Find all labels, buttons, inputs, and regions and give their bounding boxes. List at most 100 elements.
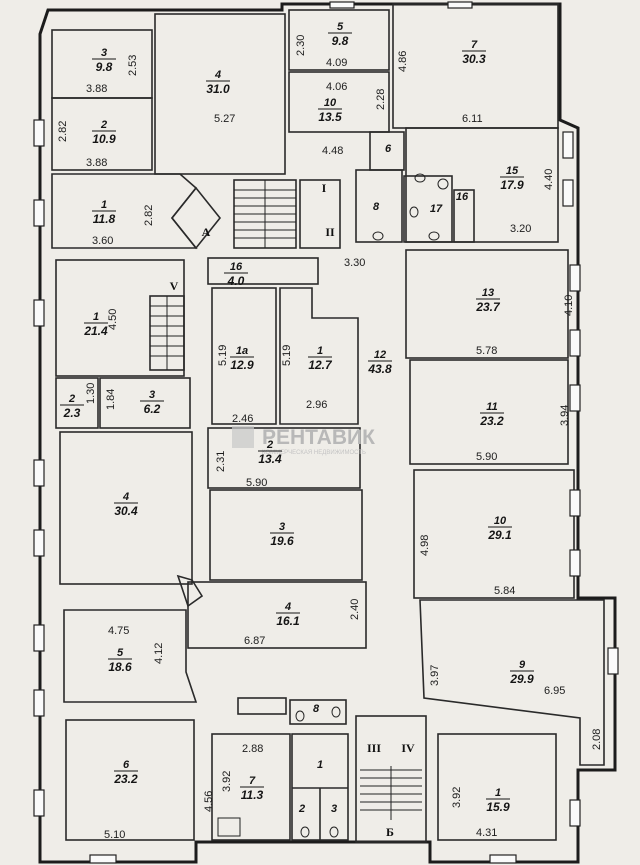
room-label: 711.3 xyxy=(240,775,264,802)
room-label: 929.9 xyxy=(509,659,534,686)
dimension-label: 3.30 xyxy=(344,257,365,269)
dimension-label: 4.48 xyxy=(322,145,343,157)
room-number: 6 xyxy=(385,143,392,155)
room-label: 8 xyxy=(373,201,380,213)
room-number: 2 xyxy=(266,439,273,451)
dimension-label: 6.87 xyxy=(244,635,265,647)
room-area: 43.8 xyxy=(367,362,392,376)
room-number: 8 xyxy=(313,703,320,715)
dimension-label: 2.40 xyxy=(349,599,361,620)
room-label: 430.4 xyxy=(114,491,138,518)
room-label: 210.9 xyxy=(92,119,116,146)
room-number: 1 xyxy=(317,345,323,357)
room-label: 36.2 xyxy=(140,389,164,416)
room-area: 12.9 xyxy=(230,358,254,372)
room-number: 2 xyxy=(100,119,107,131)
room-area: 29.9 xyxy=(509,672,534,686)
room-number: 1 xyxy=(101,199,107,211)
dimension-label: 3.97 xyxy=(429,665,441,686)
room-number: 3 xyxy=(331,803,337,815)
room-number: 1 xyxy=(93,311,99,323)
dimension-label: 5.84 xyxy=(494,585,515,597)
dimension-label: 2.53 xyxy=(127,55,139,76)
dimension-label: 4.12 xyxy=(153,643,165,664)
dimension-label: 6.95 xyxy=(544,685,565,697)
room-number: 16 xyxy=(456,191,469,203)
dimension-label: 2.30 xyxy=(295,35,307,56)
room-number: 11 xyxy=(486,401,497,413)
room-number: 4 xyxy=(122,491,129,503)
room-label: 112.7 xyxy=(308,345,333,372)
room-number: 16 xyxy=(230,261,243,273)
windows xyxy=(33,1,619,864)
room-number: 13 xyxy=(482,287,494,299)
room-label: 111.8 xyxy=(92,199,116,226)
room-label: 6 xyxy=(385,143,392,155)
fixtures xyxy=(217,173,449,838)
room-area: 9.8 xyxy=(332,34,349,48)
dimension-label: 5.19 xyxy=(217,345,229,366)
room-label: 518.6 xyxy=(108,647,132,674)
room-label: 8 xyxy=(313,703,320,715)
room-number: 10 xyxy=(324,97,337,109)
dimension-label: 2.96 xyxy=(306,399,327,411)
room-area: 30.3 xyxy=(462,52,486,66)
section-marker: III xyxy=(367,741,381,755)
dimension-label: 2.82 xyxy=(143,205,155,226)
dimension-label: 4.56 xyxy=(203,791,215,812)
dimension-label: 4.50 xyxy=(107,309,119,330)
room-number: 4 xyxy=(214,69,221,81)
watermark-brand: РЕНТАВИК xyxy=(262,426,375,449)
room-area: 29.1 xyxy=(487,528,512,542)
room-area: 9.8 xyxy=(96,60,113,74)
room-label: 164.0 xyxy=(224,261,248,288)
room-label: 17 xyxy=(430,203,443,215)
room-number: 3 xyxy=(279,521,285,533)
room-label: 730.3 xyxy=(462,39,486,66)
dimension-label: 4.09 xyxy=(326,57,347,69)
room-label: 1 xyxy=(317,759,323,771)
room-area: 4.0 xyxy=(227,274,245,288)
room-number: 1 xyxy=(317,759,323,771)
room-area: 31.0 xyxy=(206,82,230,96)
room-area: 12.7 xyxy=(308,358,333,372)
room-label: 2 xyxy=(298,803,305,815)
room-label: 213.4 xyxy=(258,439,282,466)
dimension-label: 1.30 xyxy=(85,383,97,404)
dimension-label: 4.10 xyxy=(563,295,575,316)
room-number: 6 xyxy=(123,759,130,771)
room-area: 13.5 xyxy=(318,110,342,124)
room-number: 9 xyxy=(519,659,526,671)
room-area: 11.8 xyxy=(93,212,116,226)
section-marker: II xyxy=(325,225,335,239)
dimension-label: 6.11 xyxy=(462,113,483,125)
walls-bottom xyxy=(65,697,557,843)
dimension-label: 3.20 xyxy=(510,223,531,235)
section-marker: V xyxy=(170,279,179,293)
dimension-label: 3.88 xyxy=(86,157,107,169)
room-area: 16.1 xyxy=(276,614,300,628)
dimension-label: 2.08 xyxy=(591,729,603,750)
dimension-label: 4.75 xyxy=(108,625,129,637)
room-area: 18.6 xyxy=(108,660,132,674)
room-number: 3 xyxy=(149,389,155,401)
dimension-label: 5.90 xyxy=(476,451,497,463)
room-label: 431.0 xyxy=(206,69,230,96)
dimension-label: 5.10 xyxy=(104,829,125,841)
room-label: 115.9 xyxy=(486,787,510,814)
room-area: 21.4 xyxy=(83,324,108,338)
walls-top-left xyxy=(51,3,559,250)
dimension-label: 5.27 xyxy=(214,113,235,125)
walls-middle xyxy=(55,249,605,766)
room-area: 17.9 xyxy=(500,178,524,192)
dimension-label: 3.60 xyxy=(92,235,113,247)
room-area: 23.2 xyxy=(479,414,504,428)
dimension-label: 1.84 xyxy=(105,389,117,410)
watermark-tagline: КОММЕРЧЕСКАЯ НЕДВИЖИМОСТЬ xyxy=(262,450,366,456)
